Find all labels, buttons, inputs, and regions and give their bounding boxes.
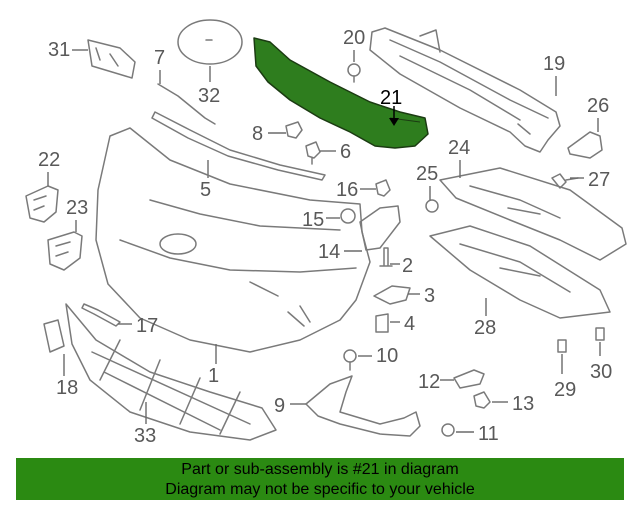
part-3-bracket[interactable]: 3 bbox=[373, 285, 435, 307]
callout-27[interactable]: 27 bbox=[588, 169, 610, 191]
part-25-bolt[interactable]: 25 bbox=[416, 163, 439, 213]
part-20-bolt[interactable]: 20 bbox=[343, 27, 365, 83]
part-23-bracket[interactable]: 23 bbox=[47, 197, 88, 271]
callout-14[interactable]: 14 bbox=[318, 241, 340, 263]
callout-28[interactable]: 28 bbox=[474, 317, 496, 339]
callout-26[interactable]: 26 bbox=[587, 95, 609, 117]
callout-30[interactable]: 30 bbox=[590, 361, 612, 383]
callout-18[interactable]: 18 bbox=[56, 377, 78, 399]
callout-22[interactable]: 22 bbox=[38, 149, 60, 171]
part-32-cap[interactable]: 32 bbox=[177, 19, 243, 107]
callout-3[interactable]: 3 bbox=[424, 285, 435, 307]
callout-17[interactable]: 17 bbox=[136, 315, 158, 337]
parts-diagram: 31 32 7 5 21 20 19 bbox=[25, 19, 627, 447]
callout-1[interactable]: 1 bbox=[208, 365, 219, 387]
callout-16[interactable]: 16 bbox=[336, 179, 358, 201]
part-2-pin[interactable]: 2 bbox=[379, 247, 413, 277]
part-15-nut[interactable]: 15 bbox=[302, 208, 356, 231]
part-6-bolt[interactable]: 6 bbox=[305, 141, 351, 165]
part-4-clip[interactable]: 4 bbox=[375, 313, 415, 335]
part-33-lower-grille[interactable]: 33 bbox=[65, 303, 277, 447]
callout-12[interactable]: 12 bbox=[418, 371, 440, 393]
part-27-bolt[interactable]: 27 bbox=[551, 169, 610, 191]
part-11-bolt[interactable]: 11 bbox=[441, 423, 499, 445]
part-19-reinforcement[interactable]: 19 bbox=[369, 27, 565, 153]
part-17-strip[interactable]: 17 bbox=[81, 303, 158, 337]
callout-10[interactable]: 10 bbox=[376, 345, 398, 367]
banner-line-1: Part or sub-assembly is #21 in diagram bbox=[181, 461, 459, 478]
callout-21[interactable]: 21 bbox=[380, 87, 402, 109]
callout-9[interactable]: 9 bbox=[274, 395, 285, 417]
callout-7[interactable]: 7 bbox=[154, 47, 165, 69]
callout-32[interactable]: 32 bbox=[198, 85, 220, 107]
part-29-bolt[interactable]: 29 bbox=[554, 339, 576, 401]
part-28-under-cover[interactable]: 28 bbox=[429, 225, 611, 339]
callout-25[interactable]: 25 bbox=[416, 163, 438, 185]
part-14-bracket[interactable]: 14 bbox=[318, 205, 401, 263]
part-22-bracket[interactable]: 22 bbox=[25, 149, 60, 223]
part-16-bolt[interactable]: 16 bbox=[336, 179, 391, 201]
part-24-under-cover[interactable]: 24 bbox=[439, 137, 627, 261]
part-12-clip[interactable]: 12 bbox=[418, 369, 485, 393]
callout-11[interactable]: 11 bbox=[478, 423, 499, 445]
callout-6[interactable]: 6 bbox=[340, 141, 351, 163]
part-7-strip[interactable]: 7 bbox=[154, 47, 216, 125]
callout-13[interactable]: 13 bbox=[512, 393, 534, 415]
callout-5[interactable]: 5 bbox=[200, 179, 211, 201]
callout-24[interactable]: 24 bbox=[448, 137, 470, 159]
part-13-screw[interactable]: 13 bbox=[473, 391, 534, 415]
banner-line-2: Diagram may not be specific to your vehi… bbox=[165, 481, 475, 498]
callout-15[interactable]: 15 bbox=[302, 209, 324, 231]
callout-19[interactable]: 19 bbox=[543, 53, 565, 75]
callout-31[interactable]: 31 bbox=[48, 39, 70, 61]
part-31-bracket[interactable]: 31 bbox=[48, 39, 136, 79]
part-9-bracket[interactable]: 9 bbox=[274, 375, 421, 437]
callout-29[interactable]: 29 bbox=[554, 379, 576, 401]
callout-2[interactable]: 2 bbox=[402, 255, 413, 277]
part-1-bumper-cover[interactable]: 1 bbox=[95, 127, 371, 387]
part-26-bracket[interactable]: 26 bbox=[567, 95, 609, 159]
part-21-energy-absorber[interactable]: 21 bbox=[253, 37, 429, 149]
callout-4[interactable]: 4 bbox=[404, 313, 415, 335]
part-8-clip[interactable]: 8 bbox=[252, 121, 303, 145]
callout-20[interactable]: 20 bbox=[343, 27, 365, 49]
callout-8[interactable]: 8 bbox=[252, 123, 263, 145]
part-18-cover[interactable]: 18 bbox=[43, 319, 78, 399]
callout-23[interactable]: 23 bbox=[66, 197, 88, 219]
callout-33[interactable]: 33 bbox=[134, 425, 156, 447]
part-30-bolt[interactable]: 30 bbox=[590, 327, 612, 383]
info-banner: Part or sub-assembly is #21 in diagram D… bbox=[16, 458, 624, 500]
part-10-bolt[interactable]: 10 bbox=[343, 345, 398, 371]
